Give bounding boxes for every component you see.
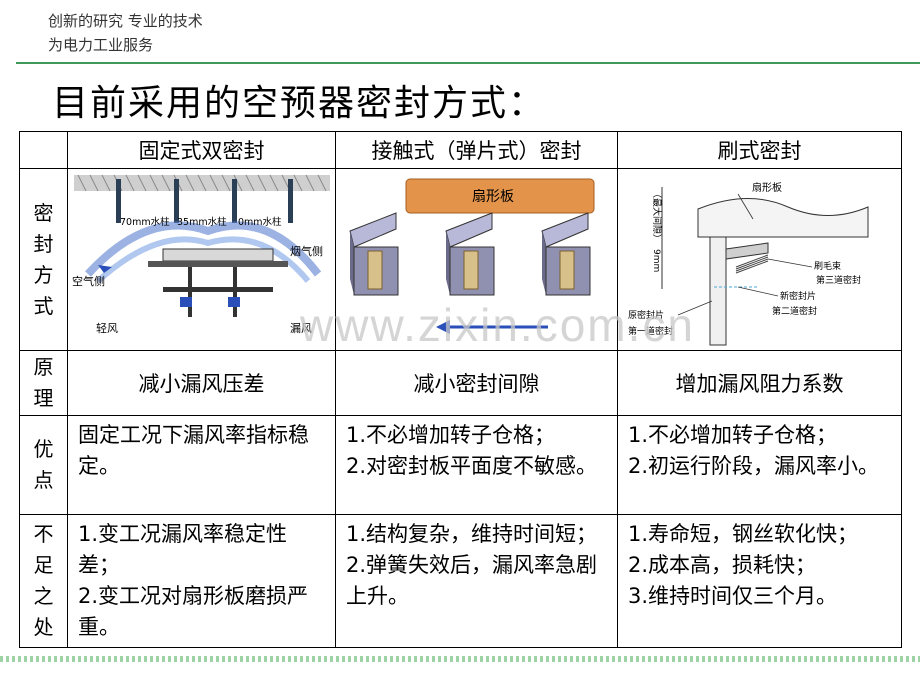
label-9mm: 9mm — [651, 249, 661, 272]
header-divider — [16, 62, 920, 64]
principle-cell: 减小密封间隙 — [335, 350, 618, 416]
label-0mm: 0mm水柱 — [238, 216, 282, 228]
comparison-table: 固定式双密封 接触式（弹片式）密封 刷式密封 密 封 方 式 — [19, 131, 902, 648]
drawback-text: 1.变工况漏风率稳定性差； — [78, 522, 288, 577]
row-label-advantages: 优 点 — [19, 415, 68, 515]
drawback-text: 1.寿命短，钢丝软化快； — [628, 522, 859, 546]
drawback-text: 3.维持时间仅三个月。 — [628, 584, 838, 608]
label-second-seal: 第二道密封 — [772, 305, 817, 317]
label-70mm: 70mm水柱 — [120, 216, 170, 228]
row-label-principle: 原 理 — [19, 350, 68, 416]
advantage-text: 1.不必增加转子仓格； — [628, 423, 838, 447]
spring-seal-unit — [541, 212, 591, 296]
advantages-cell: 1.不必增加转子仓格； 2.初运行阶段，漏风率小。 — [617, 415, 902, 515]
drawbacks-cell: 1.变工况漏风率稳定性差； 2.变工况对扇形板磨损严重。 — [67, 514, 336, 648]
advantage-text: 2.对密封板平面度不敏感。 — [346, 454, 598, 478]
seal-plate — [162, 248, 274, 262]
row-label-seal-method: 密 封 方 式 — [19, 168, 68, 351]
contact-seal-svg: 扇形板 — [349, 178, 595, 334]
label-first-seal: 第一道密封 — [628, 325, 673, 337]
table-row-drawbacks: 不 足 之 处 1.变工况漏风率稳定性差； 2.变工况对扇形板磨损严重。 1.结… — [19, 514, 902, 648]
column-header: 刷式密封 — [617, 131, 902, 169]
fixed-seal-svg: 70mm水柱 35mm水柱 0mm水柱 烟气侧 空气侧 轻风 漏风 — [72, 174, 330, 335]
header-slogan-1: 创新的研究 专业的技术 — [48, 12, 203, 30]
column-header: 固定式双密封 — [67, 131, 336, 169]
brush-seal-diagram: （最大间隙） 9mm 扇形板 刷毛束 第三道密封 新密封片 第二道密封 原密封片 — [617, 168, 902, 351]
label-max-gap: （最大间隙） — [651, 189, 663, 243]
label-light-wind: 轻风 — [96, 321, 118, 335]
contact-seal-diagram: 扇形板 — [335, 168, 618, 351]
label-third-seal: 第三道密封 — [816, 274, 861, 286]
header-slogan-2: 为电力工业服务 — [48, 36, 154, 54]
label-35mm: 35mm水柱 — [177, 216, 227, 228]
table-row-seal-method: 密 封 方 式 — [19, 168, 902, 351]
spring-seal-unit — [349, 212, 399, 296]
spring-seal-unit — [445, 212, 495, 296]
label-sector-plate: 扇形板 — [472, 189, 514, 205]
drawbacks-cell: 1.寿命短，钢丝软化快； 2.成本高，损耗快； 3.维持时间仅三个月。 — [617, 514, 902, 648]
page-title: 目前采用的空预器密封方式： — [52, 83, 547, 124]
advantage-text: 固定工况下漏风率指标稳定。 — [78, 423, 309, 478]
sector-plate-outline — [697, 198, 869, 238]
drawback-text: 2.变工况对扇形板磨损严重。 — [78, 584, 309, 639]
table-header-row: 固定式双密封 接触式（弹片式）密封 刷式密封 — [19, 131, 902, 169]
table-row-principle: 原 理 减小漏风压差 减小密封间隙 增加漏风阻力系数 — [19, 350, 902, 416]
label-orig-seal-plate: 原密封片 — [628, 309, 664, 321]
drawback-text: 2.成本高，损耗快； — [628, 553, 817, 577]
advantage-text: 2.初运行阶段，漏风率小。 — [628, 454, 880, 478]
brush-seal-svg: （最大间隙） 9mm 扇形板 刷毛束 第三道密封 新密封片 第二道密封 原密封片 — [628, 181, 869, 346]
principle-cell: 增加漏风阻力系数 — [617, 350, 902, 416]
column-header: 接触式（弹片式）密封 — [335, 131, 618, 169]
drawback-text: 2.弹簧失效后，漏风率急剧上升。 — [346, 553, 598, 608]
advantages-cell: 1.不必增加转子仓格； 2.对密封板平面度不敏感。 — [335, 415, 618, 515]
corner-cell — [19, 131, 68, 169]
label-leak-wind: 漏风 — [290, 322, 312, 335]
table-row-advantages: 优 点 固定工况下漏风率指标稳定。 1.不必增加转子仓格； 2.对密封板平面度不… — [19, 415, 902, 515]
drawback-text: 1.结构复杂，维持时间短； — [346, 522, 598, 546]
label-brush-bundle: 刷毛束 — [814, 260, 841, 272]
label-air-side: 空气侧 — [72, 274, 105, 288]
watermark: www.zixin.com.cn — [300, 299, 695, 351]
label-new-seal-plate: 新密封片 — [780, 290, 816, 302]
label-flue-side: 烟气侧 — [290, 244, 323, 258]
airflow-arc — [85, 221, 322, 277]
advantages-cell: 固定工况下漏风率指标稳定。 — [67, 415, 336, 515]
label-brush-sector-plate: 扇形板 — [752, 181, 782, 194]
footer-divider — [0, 656, 920, 662]
drawbacks-cell: 1.结构复杂，维持时间短； 2.弹簧失效后，漏风率急剧上升。 — [335, 514, 618, 648]
principle-cell: 减小漏风压差 — [67, 350, 336, 416]
fixed-double-seal-diagram: 70mm水柱 35mm水柱 0mm水柱 烟气侧 空气侧 轻风 漏风 — [67, 168, 336, 351]
advantage-text: 1.不必增加转子仓格； — [346, 423, 556, 447]
row-label-drawbacks: 不 足 之 处 — [19, 514, 68, 648]
sector-plate-block — [405, 178, 595, 214]
